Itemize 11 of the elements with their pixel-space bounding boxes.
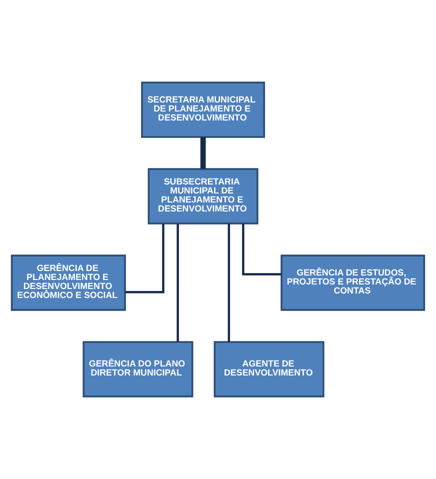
connector bbox=[228, 224, 230, 342]
node-box: SUBSECRETARIA MUNICIPAL DE PLANEJAMENTO E DESENVOLVIMENTO bbox=[148, 168, 258, 224]
connector bbox=[176, 224, 179, 342]
node-box: GERÊNCIA DE ESTUDOS, PROJETOS E PRESTAÇÃO DE CONTAS bbox=[280, 254, 426, 311]
node-box: GERÊNCIA DO PLANO DIRETOR MUNICIPAL bbox=[82, 341, 194, 398]
node-box: AGENTE DE DESENVOLVIMENTO bbox=[214, 341, 324, 398]
connector bbox=[242, 224, 282, 276]
node-box: GERÊNCIA DE PLANEJAMENTO E DESENVOLVIMENTO ECONÔMICO E SOCIAL bbox=[10, 254, 126, 311]
connector bbox=[125, 224, 164, 294]
connector bbox=[200, 137, 206, 169]
node-box: SECRETARIA MUNICIPAL DE PLANEJAMENTO E DESENVOLVIMENTO bbox=[141, 82, 266, 138]
